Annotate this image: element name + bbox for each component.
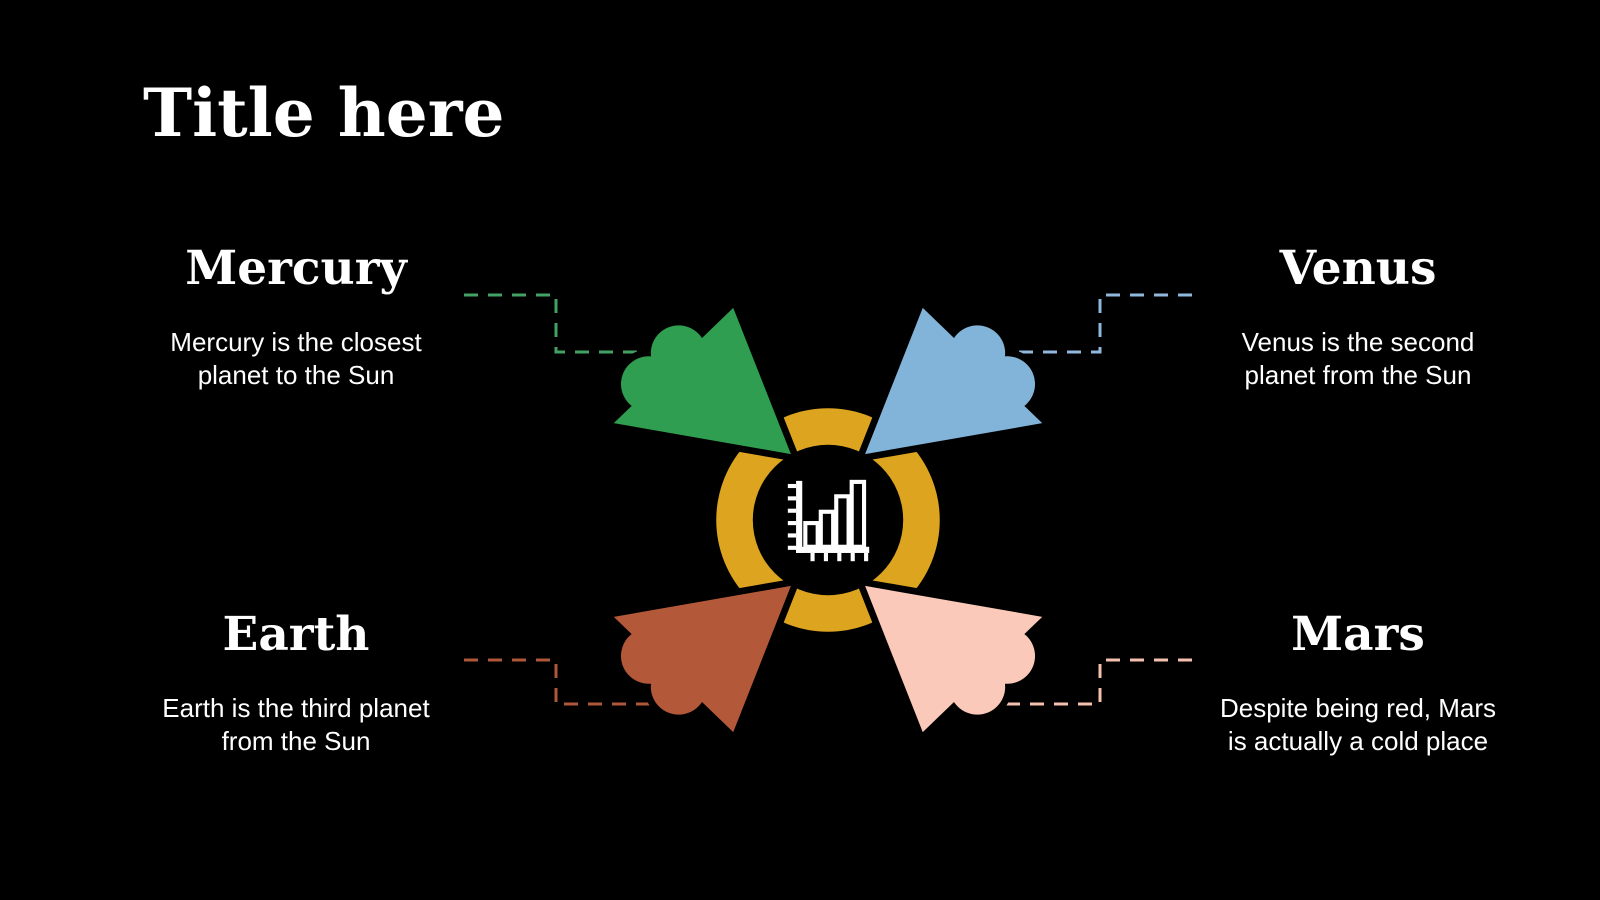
planet-desc-mars-line1: Despite being red, Mars bbox=[1219, 693, 1497, 723]
planet-desc-mercury: Mercury is the closest planet to the Sun bbox=[76, 326, 516, 392]
planet-desc-mars-line2: is actually a cold place bbox=[1227, 726, 1489, 756]
planet-block-venus: Venus Venus is the second planet from th… bbox=[1138, 240, 1578, 392]
slide-title: Title here bbox=[143, 74, 505, 152]
planet-desc-earth-line2: from the Sun bbox=[221, 726, 371, 756]
planet-desc-earth: Earth is the third planet from the Sun bbox=[76, 692, 516, 758]
connector-venus bbox=[1009, 293, 1192, 354]
petal-earth bbox=[614, 586, 791, 732]
hub-group bbox=[614, 308, 1042, 732]
petal-mars bbox=[865, 586, 1042, 732]
planet-name-earth: Earth bbox=[222, 607, 370, 662]
planet-block-earth: Earth Earth is the third planet from the… bbox=[76, 606, 516, 758]
planet-desc-venus-line2: planet from the Sun bbox=[1244, 360, 1472, 390]
planet-desc-venus-line1: Venus is the second bbox=[1241, 327, 1475, 357]
petal-venus bbox=[865, 308, 1042, 454]
petal-mercury bbox=[614, 308, 791, 454]
planet-desc-mercury-line1: Mercury is the closest bbox=[170, 327, 422, 357]
planet-name-mars: Mars bbox=[1291, 607, 1425, 662]
hub-ring bbox=[716, 408, 940, 632]
planet-desc-venus: Venus is the second planet from the Sun bbox=[1138, 326, 1578, 392]
planet-desc-mars: Despite being red, Mars is actually a co… bbox=[1138, 692, 1578, 758]
planet-block-mercury: Mercury Mercury is the closest planet to… bbox=[76, 240, 516, 392]
planet-block-mars: Mars Despite being red, Mars is actually… bbox=[1138, 606, 1578, 758]
planet-name-venus: Venus bbox=[1279, 241, 1437, 296]
planet-desc-mercury-line2: planet to the Sun bbox=[197, 360, 395, 390]
planet-name-mercury: Mercury bbox=[185, 241, 407, 296]
bar-chart-icon bbox=[787, 479, 870, 562]
planet-desc-earth-line1: Earth is the third planet bbox=[162, 693, 430, 723]
connector-mercury bbox=[464, 293, 647, 354]
